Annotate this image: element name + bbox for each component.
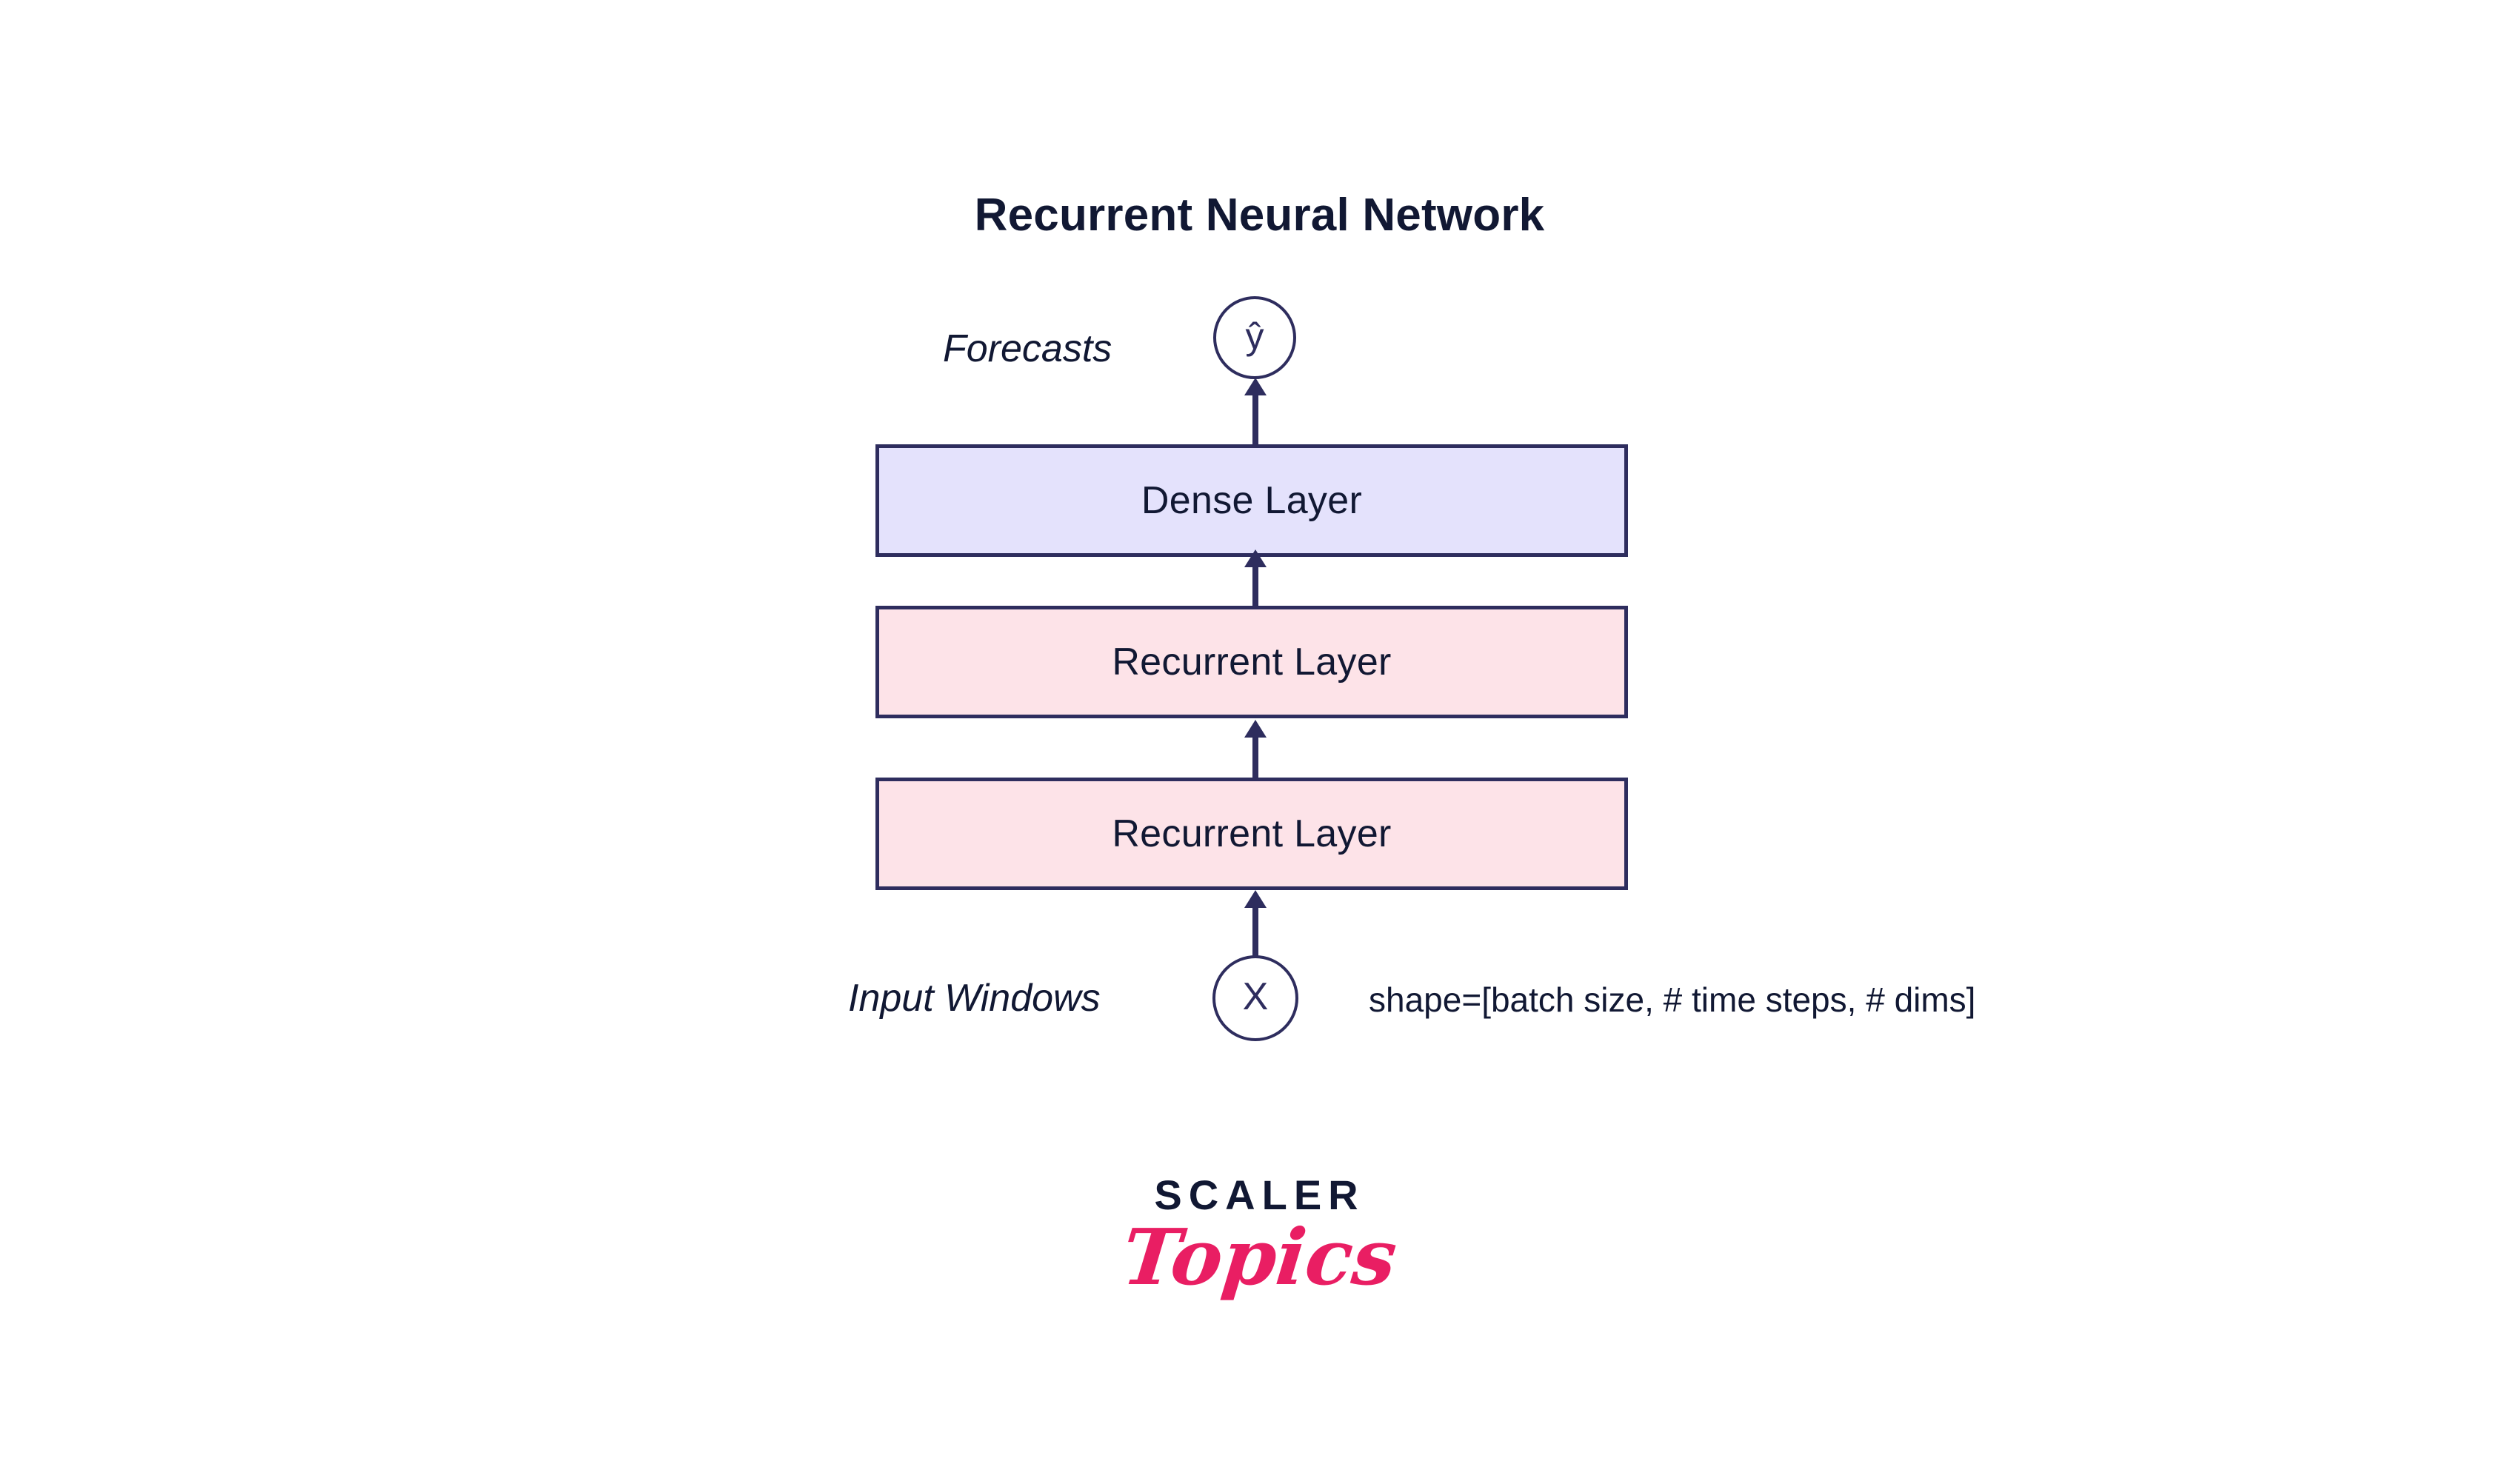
- input-windows-label: Input Windows: [848, 977, 1101, 1020]
- brand-logo: SCALER Topics: [0, 1172, 2519, 1303]
- recurrent-layer-bottom-box: Recurrent Layer: [875, 778, 1628, 890]
- dense-layer-box: Dense Layer: [875, 444, 1628, 557]
- x-symbol: X: [1242, 975, 1269, 1018]
- page-title: Recurrent Neural Network: [974, 190, 1545, 241]
- recurrent-layer-top-label: Recurrent Layer: [1112, 641, 1392, 683]
- arrow-dense-to-output-icon: [1252, 392, 1258, 446]
- input-shape-annotation: shape=[batch size, # time steps, # dims]: [1369, 980, 1976, 1019]
- output-node-yhat: ŷ: [1213, 296, 1296, 379]
- forecasts-label: Forecasts: [943, 327, 1112, 370]
- recurrent-layer-bottom-label: Recurrent Layer: [1112, 812, 1392, 855]
- input-node-x: X: [1212, 955, 1298, 1041]
- arrow-recurrent-bottom-to-top-icon: [1252, 735, 1258, 779]
- arrow-recurrent-top-to-dense-icon: [1252, 564, 1258, 607]
- arrow-input-to-recurrent-bottom-icon: [1252, 905, 1258, 957]
- recurrent-layer-top-box: Recurrent Layer: [875, 606, 1628, 718]
- yhat-symbol: ŷ: [1245, 315, 1264, 357]
- brand-sub-name: Topics: [1118, 1211, 1401, 1303]
- brand-name: SCALER: [1154, 1172, 1365, 1218]
- dense-layer-label: Dense Layer: [1141, 479, 1363, 522]
